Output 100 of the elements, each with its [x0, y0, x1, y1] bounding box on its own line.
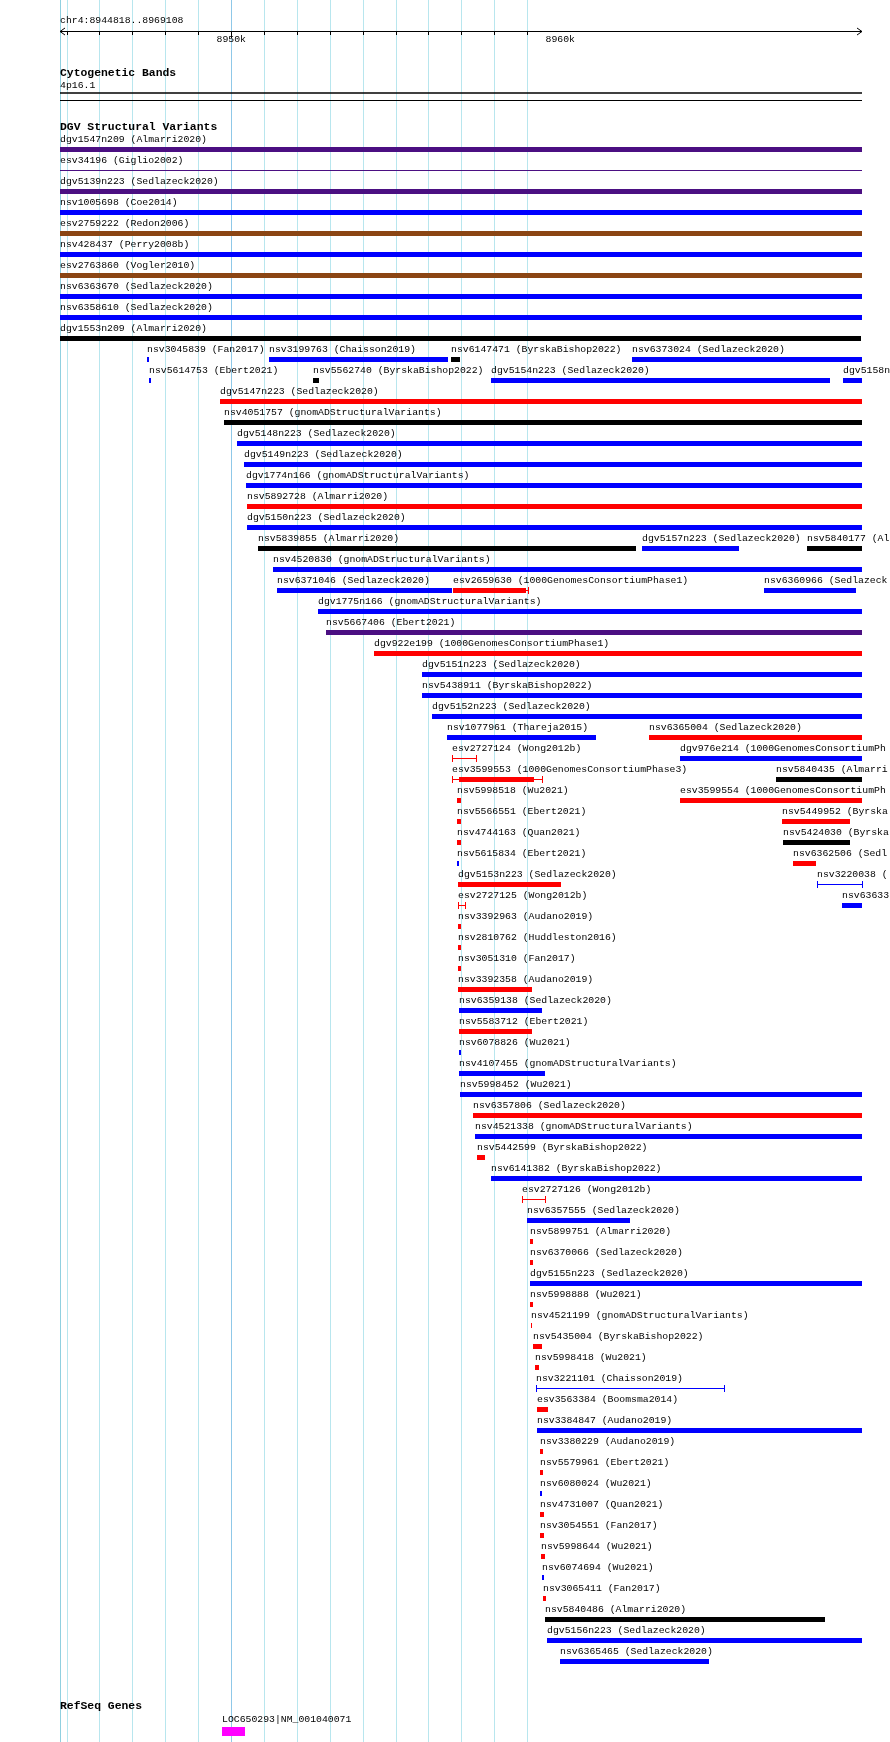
variant-label: nsv3051310 (Fan2017) [458, 953, 576, 965]
variant-label: nsv6362506 (Sedl [793, 848, 888, 860]
gene-label: LOC650293|NM_001040071 [222, 1714, 352, 1726]
variant-label: nsv5438911 (ByrskaBishop2022) [422, 680, 593, 692]
variant-label: dgv5147n223 (Sedlazeck2020) [220, 386, 379, 398]
variant-label: nsv5579961 (Ebert2021) [540, 1457, 670, 1469]
variant-label: dgv5154n223 (Sedlazeck2020) [491, 365, 650, 377]
track-title: Cytogenetic Bands [60, 67, 177, 80]
variant-label: nsv5667406 (Ebert2021) [326, 617, 456, 629]
variant-label: nsv3380229 (Audano2019) [540, 1436, 676, 1448]
variant-label: nsv6141382 (ByrskaBishop2022) [491, 1163, 662, 1175]
variant-label: nsv3392963 (Audano2019) [458, 911, 594, 923]
variant-label: nsv5435004 (ByrskaBishop2022) [533, 1331, 704, 1343]
variant-label: nsv6147471 (ByrskaBishop2022) [451, 344, 622, 356]
variant-label: nsv5442599 (ByrskaBishop2022) [477, 1142, 648, 1154]
variant-label: dgv5155n223 (Sedlazeck2020) [530, 1268, 689, 1280]
variant-label: nsv5998644 (Wu2021) [541, 1541, 653, 1553]
variant-label: esv3563384 (Boomsma2014) [537, 1394, 679, 1406]
variant-label: nsv6357555 (Sedlazeck2020) [527, 1205, 680, 1217]
variant-label: esv2759222 (Redon2006) [60, 218, 190, 230]
variant-label: nsv6078826 (Wu2021) [459, 1037, 571, 1049]
variant-label: nsv5840486 (Almarri2020) [545, 1604, 687, 1616]
variant-label: nsv1005698 (Coe2014) [60, 197, 178, 209]
variant-label: dgv1775n166 (gnomADStructuralVariants) [318, 596, 542, 608]
variant-label: nsv3392358 (Audano2019) [458, 974, 594, 986]
variant-label: nsv5840435 (Almarri [776, 764, 888, 776]
variant-label: esv2659630 (1000GenomesConsortiumPhase1) [453, 575, 689, 587]
variant-label: nsv5615834 (Ebert2021) [457, 848, 587, 860]
variant-label: nsv6357806 (Sedlazeck2020) [473, 1100, 626, 1112]
variant-label: dgv5148n223 (Sedlazeck2020) [237, 428, 396, 440]
variant-label: nsv6363670 (Sedlazeck2020) [60, 281, 213, 293]
variant-label: dgv1774n166 (gnomADStructuralVariants) [246, 470, 470, 482]
variant-label: dgv1553n209 (Almarri2020) [60, 323, 207, 335]
variant-label: nsv5562740 (ByrskaBishop2022) [313, 365, 484, 377]
band-label: 4p16.1 [60, 80, 96, 92]
variant-label: nsv3045839 (Fan2017) [147, 344, 265, 356]
variant-label: esv2727126 (Wong2012b) [522, 1184, 652, 1196]
variant-label: nsv4521338 (gnomADStructuralVariants) [475, 1121, 693, 1133]
variant-label: nsv6080024 (Wu2021) [540, 1478, 652, 1490]
variant-label: dgv5150n223 (Sedlazeck2020) [247, 512, 406, 524]
variant-label: dgv5158n [843, 365, 890, 377]
variant-label: esv2727124 (Wong2012b) [452, 743, 582, 755]
variant-label: nsv3384847 (Audano2019) [537, 1415, 673, 1427]
variant-label: nsv2810762 (Huddleston2016) [458, 932, 617, 944]
variant-label: nsv5449952 (Byrska [782, 806, 888, 818]
tick-label: 8950k [216, 34, 246, 46]
variant-label: esv2727125 (Wong2012b) [458, 890, 588, 902]
tick-label: 8960k [545, 34, 575, 46]
variant-label: nsv4107455 (gnomADStructuralVariants) [459, 1058, 677, 1070]
variant-label: dgv976e214 (1000GenomesConsortiumPh [680, 743, 886, 755]
variant-label: nsv4521199 (gnomADStructuralVariants) [531, 1310, 749, 1322]
variant-label: dgv1547n209 (Almarri2020) [60, 134, 207, 146]
variant-label: nsv3220038 ( [817, 869, 888, 881]
variant-label: nsv6358610 (Sedlazeck2020) [60, 302, 213, 314]
variant-label: nsv5566551 (Ebert2021) [457, 806, 587, 818]
variant-label: nsv3065411 (Fan2017) [543, 1583, 661, 1595]
variant-label: dgv5149n223 (Sedlazeck2020) [244, 449, 403, 461]
variant-label: nsv6371046 (Sedlazeck2020) [277, 575, 430, 587]
variant-label: dgv922e199 (1000GenomesConsortiumPhase1) [374, 638, 610, 650]
variant-label: nsv5614753 (Ebert2021) [149, 365, 279, 377]
variant-label: nsv4744163 (Quan2021) [457, 827, 581, 839]
variant-label: dgv5157n223 (Sedlazeck2020) [642, 533, 801, 545]
variant-label: nsv5424030 (Byrska [783, 827, 889, 839]
variant-label: nsv5839855 (Almarri2020) [258, 533, 400, 545]
variant-label: dgv5151n223 (Sedlazeck2020) [422, 659, 581, 671]
variant-label: esv3599553 (1000GenomesConsortiumPhase3) [452, 764, 688, 776]
variant-label: nsv5892728 (Almarri2020) [247, 491, 389, 503]
variant-label: nsv5998518 (Wu2021) [457, 785, 569, 797]
track-title: RefSeq Genes [60, 1700, 143, 1713]
coordinate-label: chr4:8944818..8969108 [60, 15, 184, 27]
variant-label: esv2763860 (Vogler2010) [60, 260, 196, 272]
variant-label: nsv4520830 (gnomADStructuralVariants) [273, 554, 491, 566]
variant-label: nsv6359138 (Sedlazeck2020) [459, 995, 612, 1007]
variant-label: dgv5153n223 (Sedlazeck2020) [458, 869, 617, 881]
variant-label: nsv6365004 (Sedlazeck2020) [649, 722, 802, 734]
variant-label: nsv6365465 (Sedlazeck2020) [560, 1646, 713, 1658]
variant-label: nsv428437 (Perry2008b) [60, 239, 190, 251]
variant-label: nsv5899751 (Almarri2020) [530, 1226, 672, 1238]
variant-label: nsv5998418 (Wu2021) [535, 1352, 647, 1364]
variant-label: nsv63633 [842, 890, 890, 902]
variant-label: nsv4051757 (gnomADStructuralVariants) [224, 407, 442, 419]
variant-label: nsv6074694 (Wu2021) [542, 1562, 654, 1574]
variant-label: dgv5156n223 (Sedlazeck2020) [547, 1625, 706, 1637]
track-title: DGV Structural Variants [60, 121, 218, 134]
variant-label: nsv1077961 (Thareja2015) [447, 722, 589, 734]
variant-label: nsv4731007 (Quan2021) [540, 1499, 664, 1511]
variant-label: esv3599554 (1000GenomesConsortiumPh [680, 785, 886, 797]
variant-label: nsv5998888 (Wu2021) [530, 1289, 642, 1301]
variant-label: nsv3199763 (Chaisson2019) [269, 344, 416, 356]
variant-label: nsv3054551 (Fan2017) [540, 1520, 658, 1532]
variant-label: dgv5152n223 (Sedlazeck2020) [432, 701, 591, 713]
variant-label: nsv5998452 (Wu2021) [460, 1079, 572, 1091]
variant-label: nsv6370066 (Sedlazeck2020) [530, 1247, 683, 1259]
variant-label: nsv5840177 (Al [807, 533, 890, 545]
variant-label: nsv6373024 (Sedlazeck2020) [632, 344, 785, 356]
variant-label: nsv3221101 (Chaisson2019) [536, 1373, 683, 1385]
variant-label: nsv5583712 (Ebert2021) [459, 1016, 589, 1028]
variant-label: esv34196 (Giglio2002) [60, 155, 184, 167]
variant-label: nsv6360966 (Sedlazeck [764, 575, 888, 587]
variant-label: dgv5139n223 (Sedlazeck2020) [60, 176, 219, 188]
